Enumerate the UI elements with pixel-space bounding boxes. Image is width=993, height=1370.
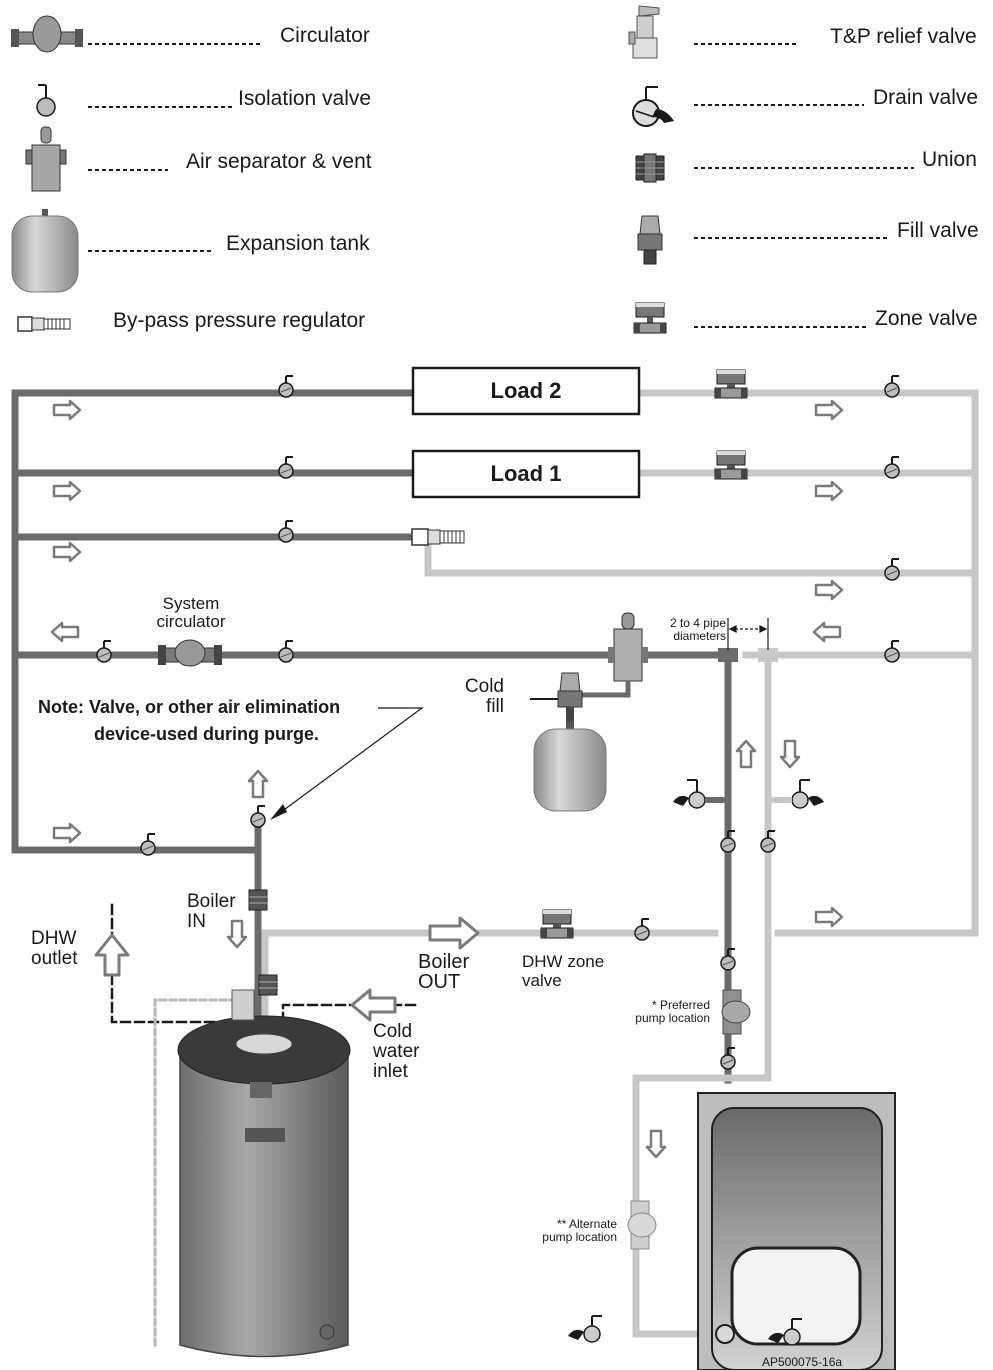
- figure-id: AP500075-16a: [762, 1355, 843, 1369]
- load1-label: Load 1: [490, 461, 562, 486]
- fill-valve: [530, 672, 583, 721]
- bypass-regulator: [411, 528, 465, 546]
- flow-arrow-r: [52, 399, 82, 421]
- iso-valve-icon: [720, 948, 736, 971]
- flow-arrow-r: [735, 739, 757, 769]
- recirc-line: [153, 998, 242, 1347]
- iso-valve-icon: [720, 1047, 736, 1070]
- union-boiler-in: [248, 889, 268, 911]
- pipe-spacing-dimension: [727, 618, 769, 650]
- legend-label-union: Union: [922, 148, 977, 171]
- tp-relief-valve-icon: [628, 5, 660, 59]
- circulator-icon: [11, 15, 83, 53]
- legend-label-air-separator: Air separator & vent: [186, 150, 372, 173]
- dhw-zone-valve: [540, 909, 574, 939]
- isolation-valve-icon: [36, 84, 56, 117]
- cold-fill-label: Cold fill: [464, 676, 504, 717]
- note-leader-arrowhead: [270, 804, 287, 820]
- iso-valve-icon: [884, 640, 900, 663]
- system-circulator: [158, 639, 222, 667]
- legend-label-bypass-regulator: By-pass pressure regulator: [113, 309, 366, 332]
- iso-valve-icon: [884, 375, 900, 398]
- expansion-tank-icon: [11, 209, 79, 293]
- flow-arrow-r: [645, 1129, 667, 1159]
- alternate-pump: [627, 1200, 657, 1250]
- iso-valve-icon: [96, 640, 112, 663]
- cold-water-arrow: [350, 988, 397, 1022]
- piping: [11, 389, 979, 1347]
- system-circulator-label: System circulator: [156, 594, 226, 631]
- return-drop: [632, 651, 772, 1338]
- flow-arrow-r: [814, 906, 844, 928]
- boiler-in-label: Boiler IN: [187, 891, 236, 932]
- expansion-tank: [533, 721, 607, 812]
- dhw-zone-valve-label: DHW zone valve: [522, 952, 605, 990]
- drain-valve-supply: [673, 779, 728, 809]
- legend-label-drain-valve: Drain valve: [873, 86, 979, 109]
- legend-label-zone-valve: Zone valve: [875, 307, 978, 330]
- dhw-outlet-arrow: [94, 933, 130, 977]
- zone-valve-icon: [633, 302, 667, 334]
- boiler-out-label: Boiler OUT: [418, 951, 470, 993]
- drain-valve-alt: [568, 1315, 602, 1343]
- flow-arrow-r: [52, 822, 82, 844]
- iso-valve-icon: [278, 375, 294, 398]
- alternate-pump-label: ** Alternate pump location: [542, 1217, 617, 1244]
- legend: [11, 5, 914, 334]
- iso-valve-icon: [140, 833, 156, 856]
- drain-valve-boiler: [768, 1318, 802, 1346]
- zone-valve-load1: [714, 450, 748, 480]
- flow-arrows: [50, 399, 844, 1159]
- return-bypass: [424, 541, 979, 577]
- air-separator-icon: [25, 126, 67, 192]
- preferred-pump-label: * Preferred pump location: [635, 998, 710, 1025]
- note-leader-line: [276, 707, 424, 816]
- drain-valve-icon: [632, 86, 674, 127]
- air-separator: [574, 612, 648, 698]
- cold-water-inlet-label: Cold water inlet: [373, 1021, 420, 1082]
- flow-arrow-r: [814, 399, 844, 421]
- load1-box: [411, 449, 641, 499]
- dhw-outlet-line: [110, 903, 242, 1024]
- legend-label-fill-valve: Fill valve: [897, 219, 979, 242]
- iso-valve-icon: [760, 830, 776, 853]
- iso-valve-icon: [278, 520, 294, 543]
- flow-arrow-r: [812, 621, 842, 643]
- iso-valve-icon: [884, 558, 900, 581]
- load2-box: [411, 366, 641, 416]
- water-heater: [177, 989, 351, 1358]
- flow-arrow-r: [52, 541, 82, 563]
- pipe-spacing-label: 2 to 4 pipe diameters: [669, 616, 726, 643]
- flow-arrow-r: [247, 769, 269, 799]
- iso-valve-icon: [278, 640, 294, 663]
- boiler-out-arrow: [428, 916, 480, 950]
- bypass-regulator-icon: [17, 316, 71, 332]
- purge-note: Note: Valve, or other air elimination de…: [38, 697, 341, 744]
- iso-valve-icon: [250, 805, 266, 828]
- flow-arrow-r: [779, 739, 801, 769]
- union-boiler-out: [258, 974, 278, 996]
- preferred-pump: [721, 989, 751, 1035]
- union-icon: [635, 153, 665, 183]
- flow-arrow-r: [50, 621, 80, 643]
- flow-arrow-r: [814, 480, 844, 502]
- legend-label-tp-relief: T&P relief valve: [830, 25, 977, 48]
- load2-label: Load 2: [490, 378, 562, 403]
- iso-valve-icon: [720, 830, 736, 853]
- boiler: [697, 1092, 896, 1370]
- iso-valve-icon: [278, 456, 294, 479]
- legend-label-isolation-valve: Isolation valve: [238, 87, 372, 110]
- dhw-outlet-label: DHW outlet: [31, 928, 78, 969]
- fill-valve-icon: [637, 215, 663, 265]
- zone-valve-load2: [714, 369, 748, 399]
- flow-arrow-r: [52, 480, 82, 502]
- flow-arrow-r: [814, 579, 844, 601]
- legend-label-expansion-tank: Expansion tank: [226, 232, 370, 255]
- drain-valve-return: [768, 779, 824, 809]
- iso-valve-icon: [634, 918, 650, 941]
- legend-label-circulator: Circulator: [280, 24, 370, 47]
- iso-valve-icon: [884, 456, 900, 479]
